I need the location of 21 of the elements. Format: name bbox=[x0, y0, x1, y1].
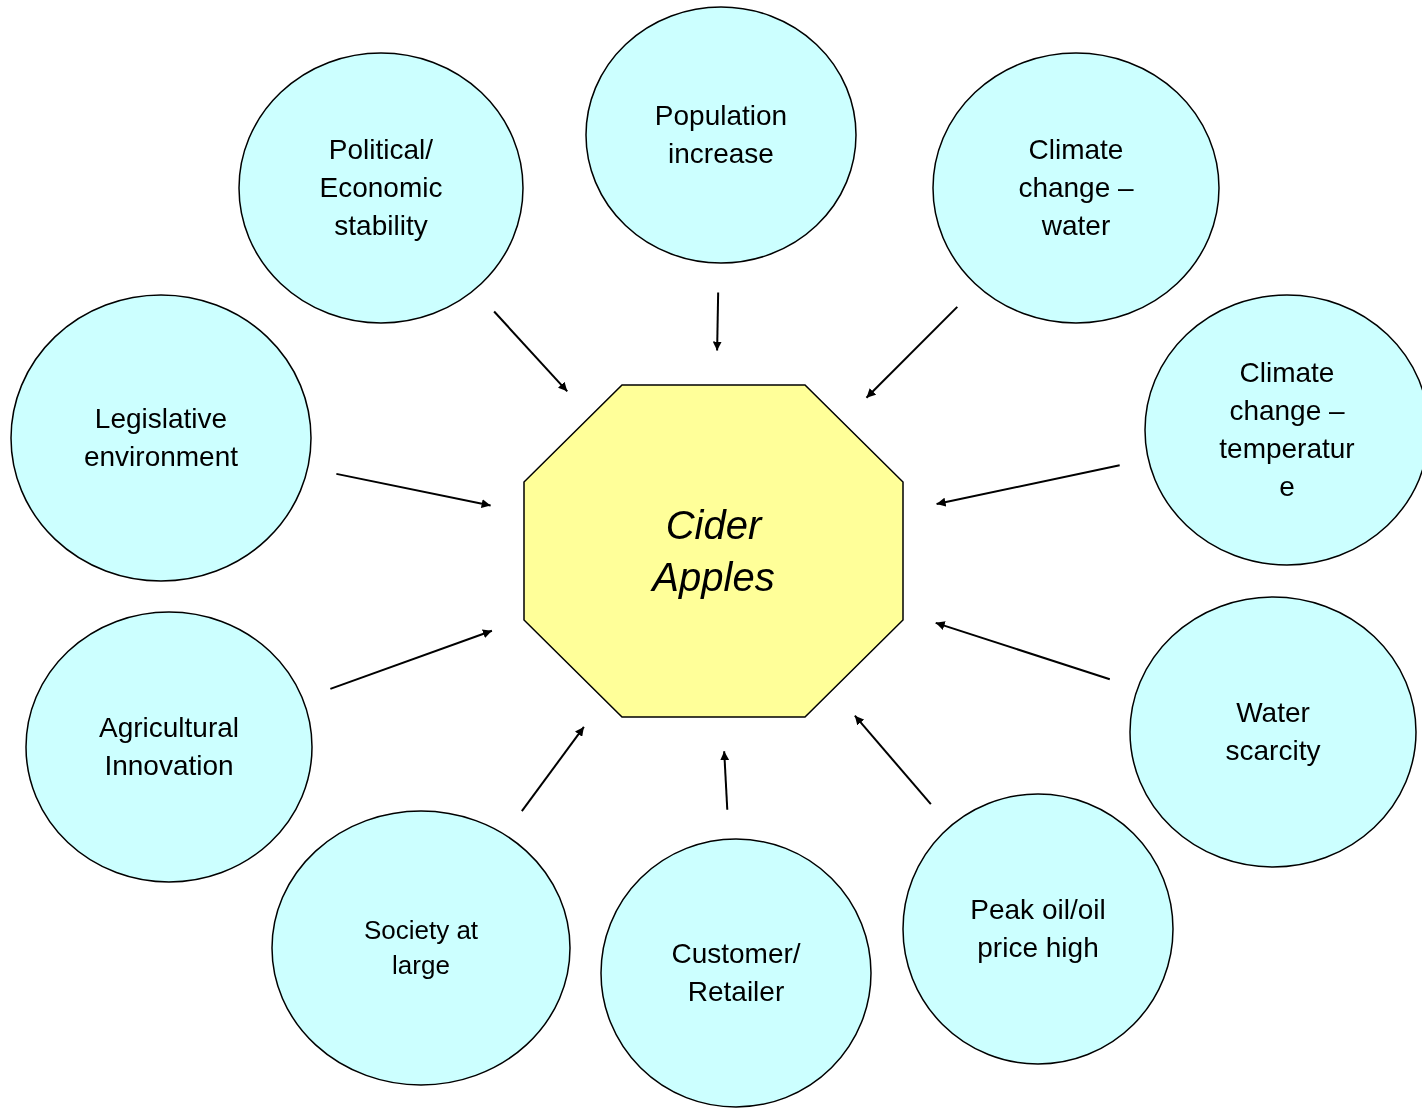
factor-label: Peak oil/oil price high bbox=[969, 892, 1107, 965]
arrow bbox=[720, 750, 730, 811]
factor-label: Population increase bbox=[653, 98, 789, 171]
arrow bbox=[493, 310, 569, 393]
center-label: Cider Apples bbox=[649, 502, 776, 601]
arrow bbox=[335, 472, 492, 508]
arrow bbox=[520, 725, 585, 813]
factor-label: Water scarcity bbox=[1224, 695, 1322, 768]
factor-label: Society at large bbox=[362, 913, 480, 982]
factor-label: Climate change – water bbox=[1017, 132, 1135, 244]
factor-label: Climate change – temperature bbox=[1218, 355, 1356, 505]
arrow bbox=[935, 464, 1121, 507]
factor-label: Legislative environment bbox=[82, 401, 240, 474]
arrow bbox=[853, 714, 932, 806]
factor-label: Customer/ Retailer bbox=[670, 936, 802, 1009]
arrow bbox=[934, 621, 1111, 681]
arrow bbox=[329, 629, 493, 690]
factor-label: Agricultural Innovation bbox=[97, 710, 241, 783]
arrow bbox=[865, 305, 959, 399]
arrow bbox=[712, 291, 722, 352]
factor-label: Political/ Economic stability bbox=[318, 132, 444, 244]
